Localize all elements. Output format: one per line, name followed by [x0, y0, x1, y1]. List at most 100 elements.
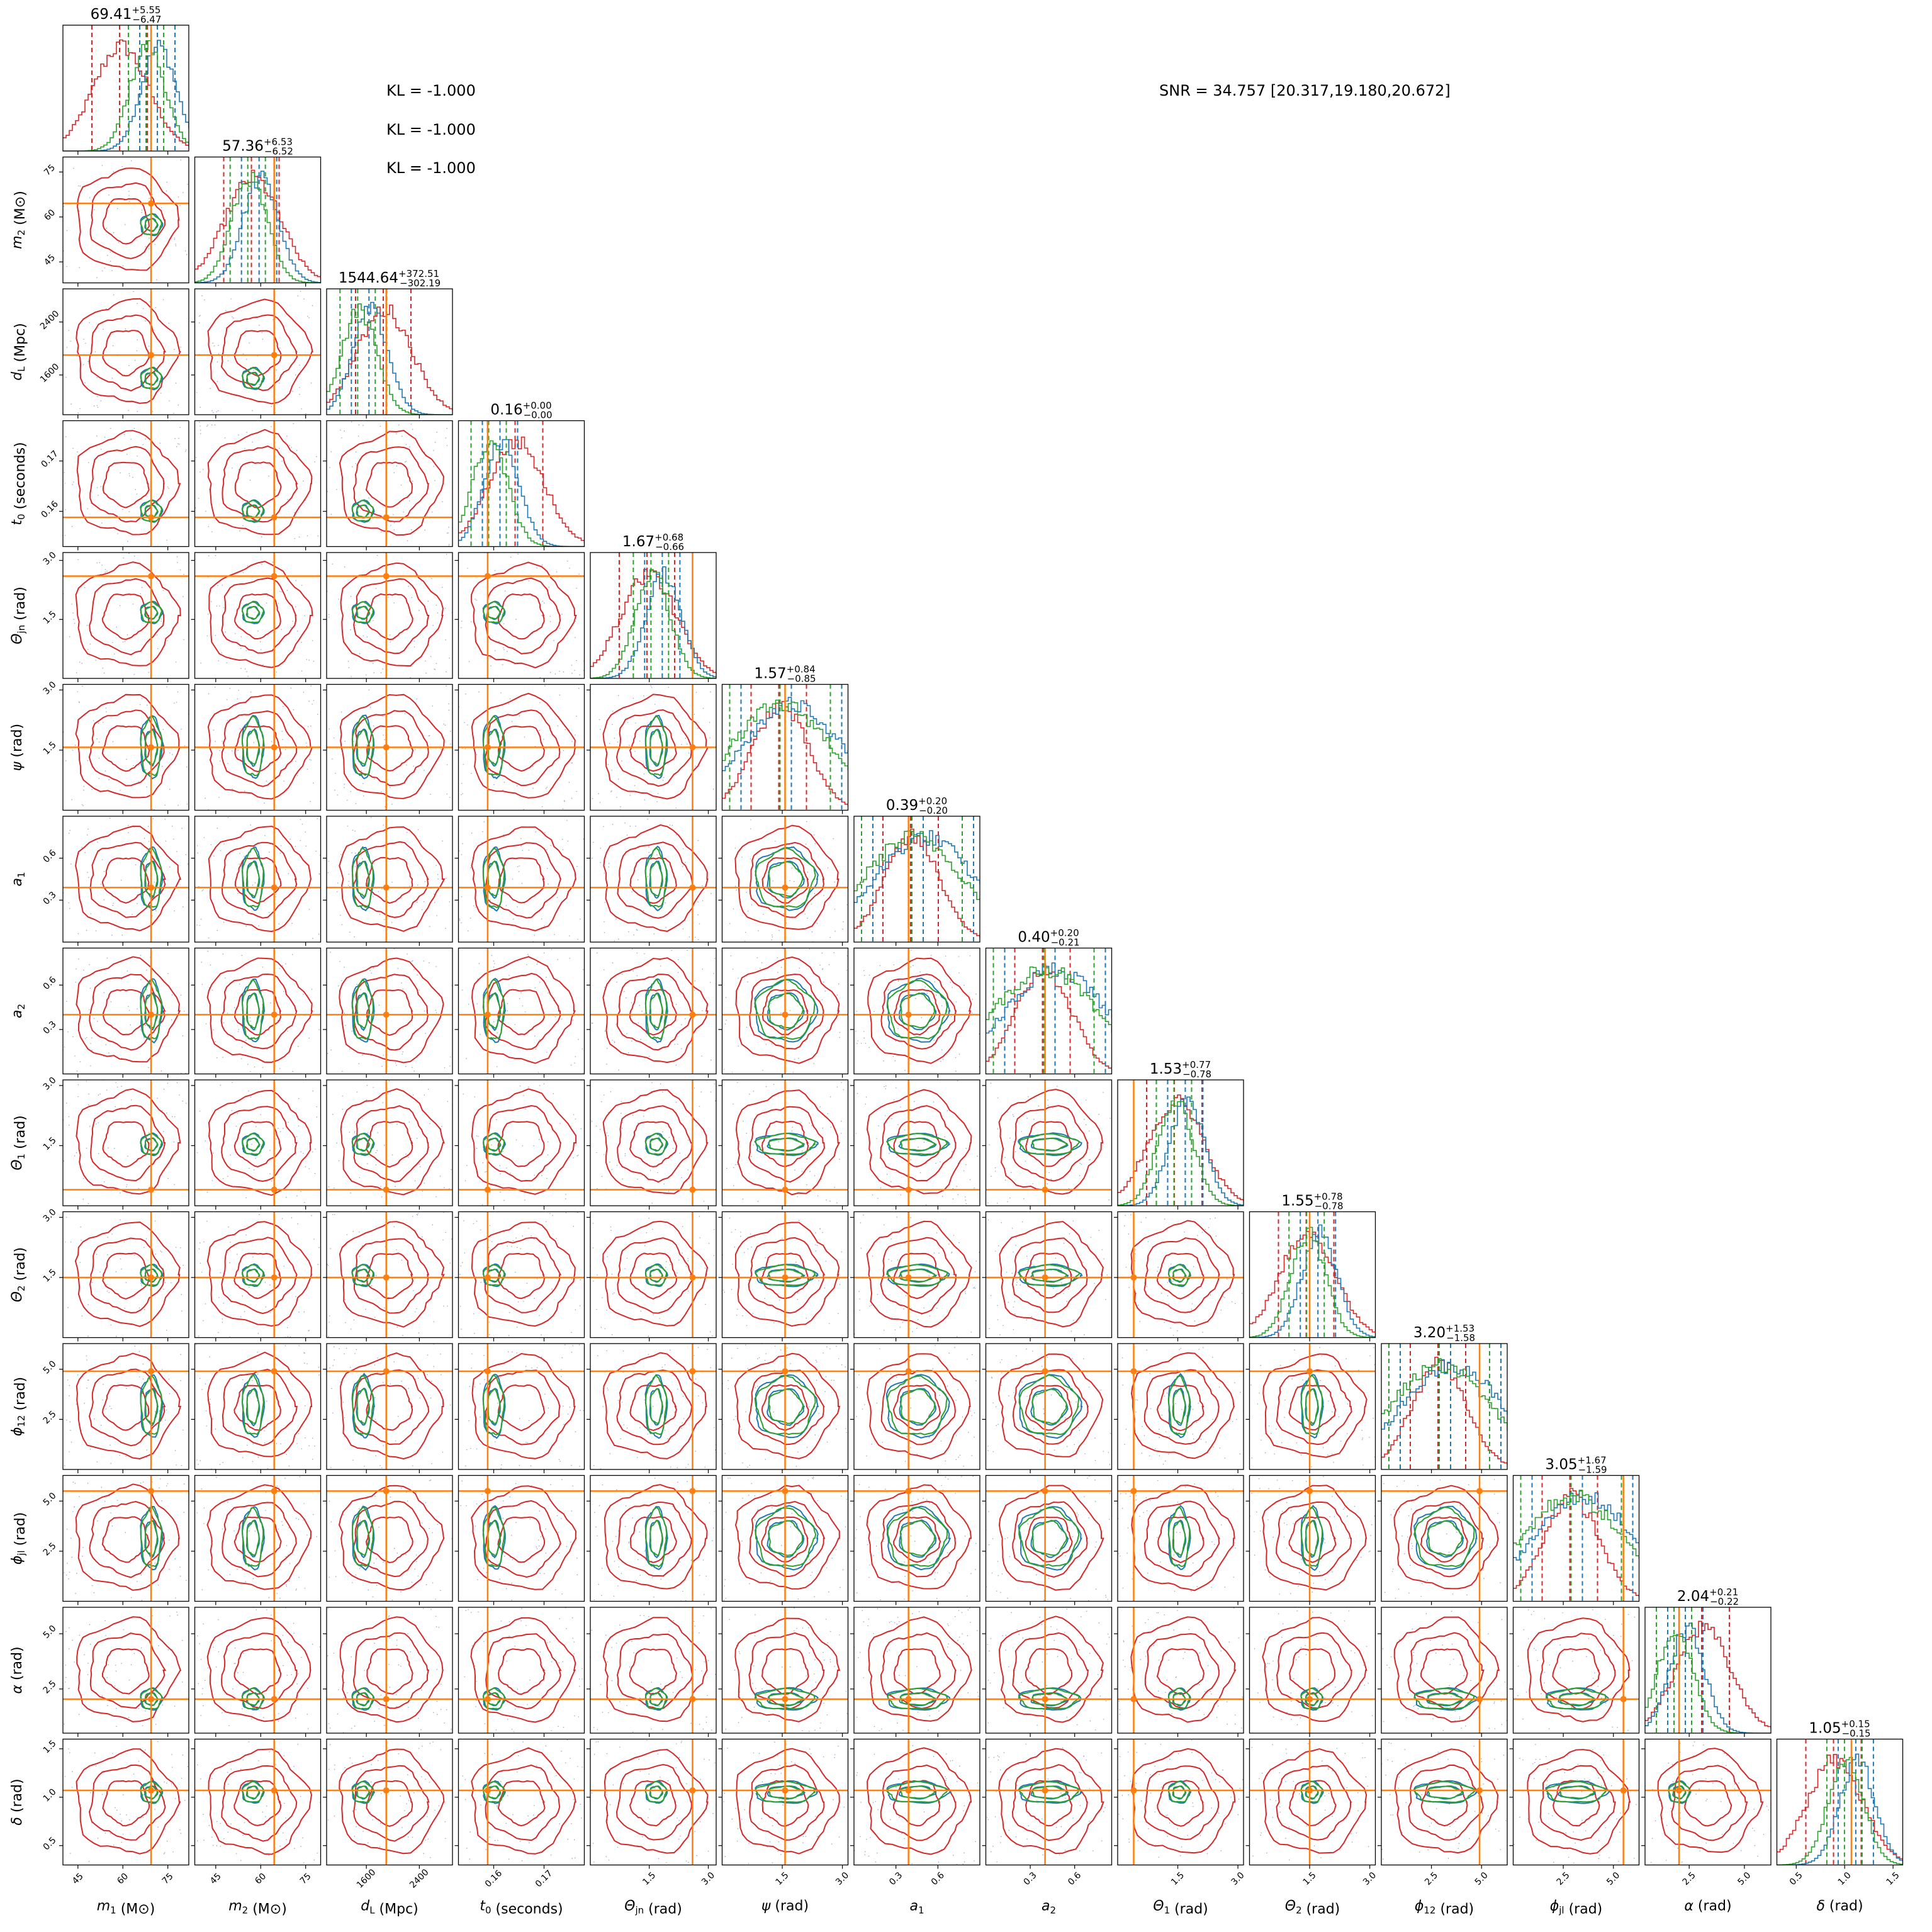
contour-series-1-level-1 [233, 1384, 281, 1431]
contour-series-1-level-2 [352, 710, 429, 787]
contour-series-1-level-1 [366, 1648, 413, 1695]
panel-frame [853, 1474, 980, 1602]
panel-frame [1117, 1211, 1244, 1339]
contour-series-2-level-2 [1018, 1374, 1083, 1439]
contour-series-1-level-2 [88, 314, 166, 392]
contour-series-1-level-1 [629, 1252, 678, 1300]
histogram-series-3-a2 [986, 966, 1112, 1034]
truth-marker [271, 884, 278, 891]
contour-series-3-level-1 [246, 1388, 260, 1424]
contour-series-3-level-2 [140, 979, 162, 1040]
contour-series-3-level-1 [1305, 1520, 1319, 1556]
contour-series-1-level-3 [76, 430, 181, 536]
panel-Theta_2-vs-Theta_jn [587, 1211, 717, 1342]
contour-series-1-level-1 [1288, 1780, 1337, 1827]
panel-title-alpha: 2.04+0.21−0.22 [1677, 1587, 1739, 1607]
truth-marker [782, 1488, 789, 1495]
x-tick-label-m1: 60 [115, 1872, 130, 1887]
contour-series-1-level-2 [615, 709, 693, 787]
contour-series-1-level-2 [352, 1105, 429, 1182]
panel-Theta_2-vs-m2 [191, 1211, 322, 1342]
contour-series-1-level-2 [352, 446, 429, 522]
histogram-series-2-a1 [854, 830, 980, 903]
panel-frame [985, 947, 1113, 1075]
contour-series-1-level-1 [629, 1121, 678, 1167]
panel-frame [194, 420, 322, 548]
panel-t0-vs-m1: 0.160.17 [39, 420, 189, 551]
contour-series-1-level-1 [366, 593, 413, 641]
contour-series-1-level-1 [892, 1384, 941, 1431]
truth-marker [689, 1787, 696, 1794]
contour-series-3-level-1 [1031, 1269, 1067, 1283]
panel-frame [853, 947, 980, 1075]
panel-frame [194, 1474, 322, 1602]
contour-series-1-level-2 [1407, 1632, 1485, 1710]
truth-marker [689, 1695, 696, 1702]
contour-series-3-level-2 [1546, 1781, 1607, 1803]
histogram-series-1-delta [1777, 1754, 1903, 1862]
contour-series-1-level-2 [1012, 1632, 1089, 1709]
contour-series-3-level-1 [649, 1268, 663, 1283]
contour-series-3-level-2 [140, 1781, 162, 1803]
contour-series-3-level-1 [246, 1520, 260, 1556]
contour-series-1-level-1 [1025, 1252, 1072, 1299]
truth-marker [148, 1787, 155, 1794]
contour-series-1-level-1 [1025, 1384, 1073, 1431]
panel-frame [194, 1343, 322, 1470]
contour-series-3-level-1 [246, 1137, 261, 1151]
contour-series-3-level-2 [140, 1374, 162, 1435]
panel-a2-vs-Theta_jn [587, 947, 717, 1078]
contour-series-1-level-1 [1157, 1780, 1205, 1827]
contour-series-1-level-1 [893, 1648, 941, 1695]
contour-series-3-level-1 [246, 1269, 261, 1283]
truth-marker [148, 1368, 155, 1374]
contour-series-1-level-3 [1130, 1352, 1235, 1459]
truth-marker [383, 1787, 390, 1794]
panel-frame [62, 420, 189, 548]
y-axis-label-psi: ψ (rad) [9, 724, 25, 771]
contour-series-1-level-1 [497, 1780, 546, 1827]
panel-psi-vs-Theta_jn [587, 683, 717, 814]
panel-frame [853, 816, 980, 943]
contour-series-1-level-3 [339, 826, 446, 932]
panel-frame [62, 1738, 189, 1866]
contour-series-3-level-2 [351, 978, 374, 1040]
panel-frame [721, 683, 849, 811]
x-tick-label-a1: 0.3 [887, 1870, 904, 1887]
contour-series-3-level-1 [144, 1137, 159, 1151]
truth-marker [1042, 1695, 1048, 1702]
contour-series-1-level-3 [998, 1748, 1104, 1855]
panel-frame [62, 552, 189, 679]
contour-series-1-level-1 [1156, 1648, 1205, 1695]
x-tick-label-a2: 0.3 [1022, 1870, 1039, 1887]
truth-marker [484, 744, 491, 751]
panel-Theta_1-vs-Theta_jn [587, 1079, 717, 1210]
contour-series-3-level-1 [246, 861, 260, 897]
panel-frame [62, 1607, 189, 1734]
contour-series-3-level-1 [356, 1388, 370, 1425]
contour-series-1-level-2 [749, 1764, 825, 1841]
contour-series-1-level-1 [629, 989, 678, 1036]
panel-phi_12-vs-Theta_1 [1114, 1343, 1244, 1473]
truth-marker [271, 1274, 278, 1281]
y-tick-label-a1: 0.3 [42, 890, 59, 907]
x-tick-label-a1: 0.6 [929, 1870, 946, 1887]
panel-title-Theta_jn: 1.67+0.68−0.66 [622, 532, 684, 553]
contour-series-3-level-1 [144, 1269, 159, 1283]
contour-series-1-level-3 [998, 1485, 1104, 1591]
panel-title-Theta_1: 1.53+0.77−0.78 [1150, 1059, 1211, 1080]
contour-series-1-level-3 [471, 1485, 577, 1590]
contour-series-3-level-2 [755, 1780, 817, 1803]
panel-alpha-vs-t0 [454, 1607, 585, 1737]
contour-series-1-level-2 [1143, 1369, 1220, 1445]
x-tick-label-t0: 0.17 [534, 1868, 554, 1889]
histogram-series-3-delta [1777, 1756, 1903, 1865]
truth-marker [271, 1011, 278, 1018]
truth-marker [383, 573, 390, 580]
contour-series-1-level-1 [101, 1516, 150, 1563]
panel-frame [853, 1343, 980, 1470]
panel-phi_12-vs-a2 [982, 1343, 1113, 1473]
panel-title-m2: 57.36+6.53−6.52 [222, 137, 293, 157]
